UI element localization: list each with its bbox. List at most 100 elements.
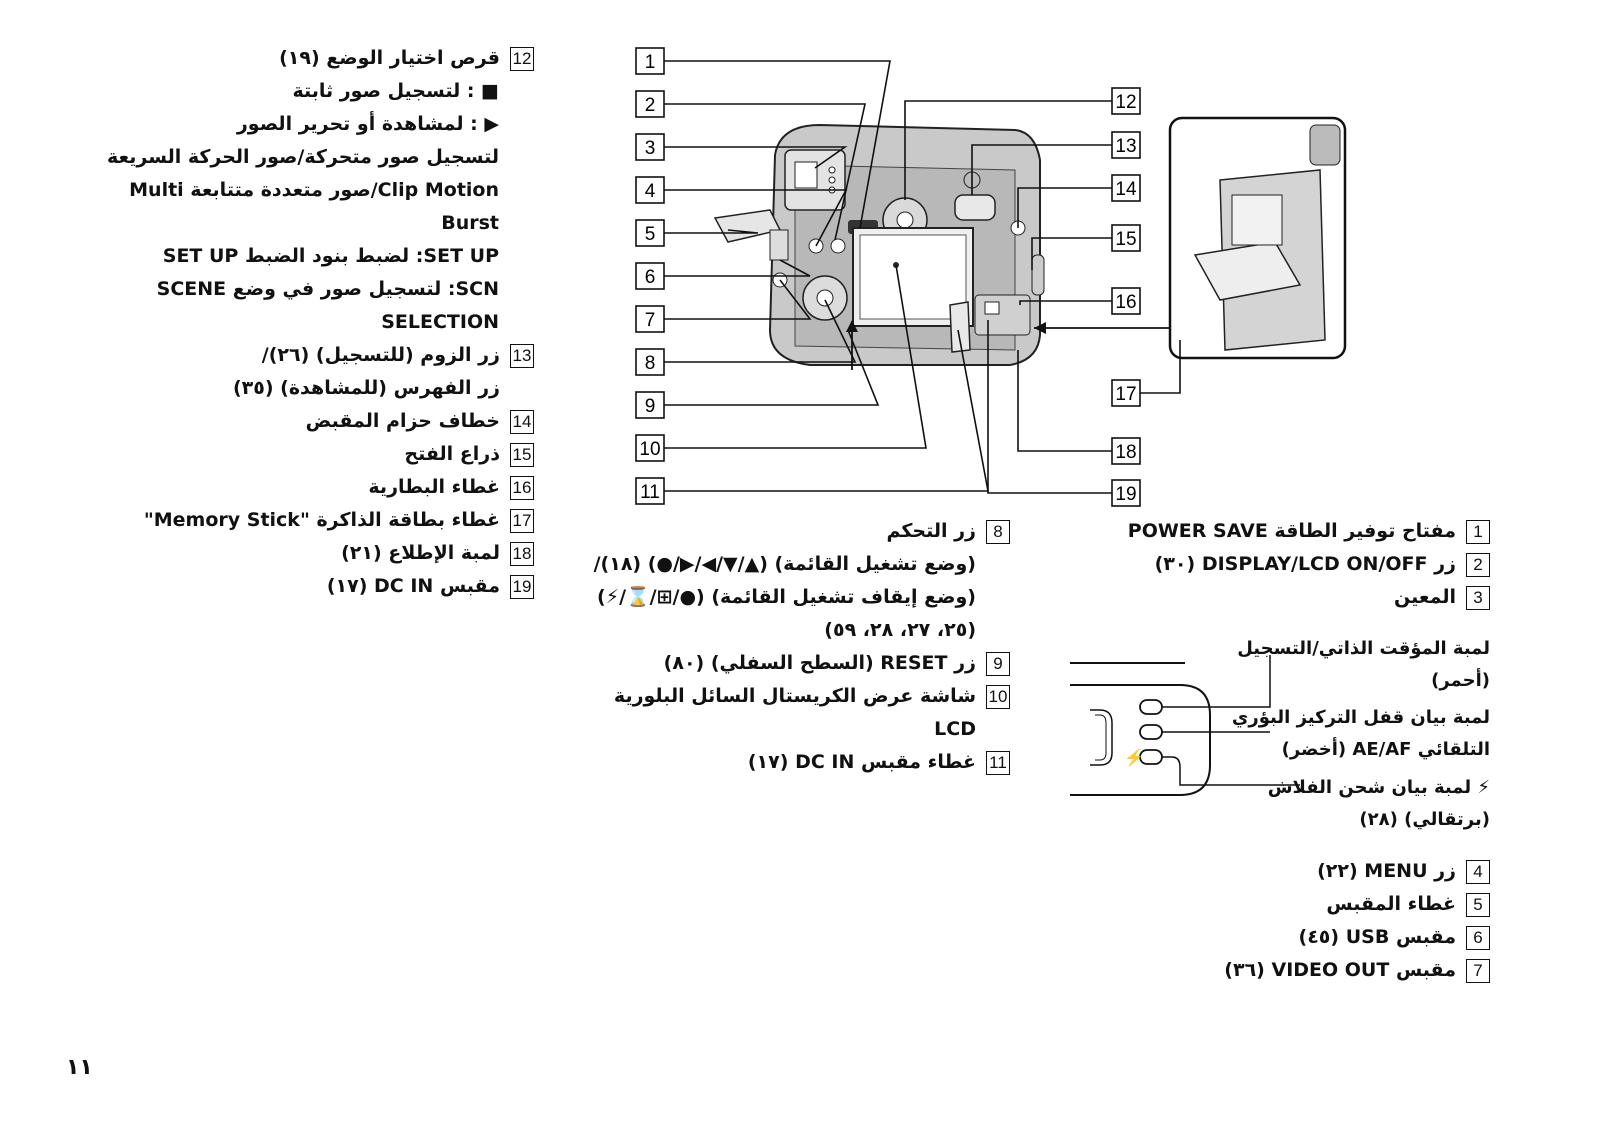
callout-number: 8 xyxy=(986,520,1010,544)
legend-text: ذراع الفتح xyxy=(404,438,500,471)
legend-text: SET UP: لضبط بنود الضبط SET UP xyxy=(163,240,499,273)
callout-label: 4 xyxy=(645,181,656,202)
memory-stick-inset xyxy=(1168,116,1347,360)
callout-number: 4 xyxy=(1466,860,1490,884)
callout-label: 2 xyxy=(645,95,656,116)
legend-item: SET UP: لضبط بنود الضبط SET UP xyxy=(94,240,534,273)
callout-label: 9 xyxy=(645,396,656,417)
callout-box xyxy=(635,305,665,333)
middle-legend: 8 زر التحكم (وضع تشغيل القائمة) (▲/▼/◀/▶/●… xyxy=(570,515,1010,779)
callout-number: 7 xyxy=(1466,959,1490,983)
legend-text: ■ : لتسجيل صور ثابتة xyxy=(292,75,499,108)
callout-label: 1 xyxy=(645,52,656,73)
callout-box xyxy=(635,262,665,290)
callout-box xyxy=(635,391,665,419)
legend-line: غطاء المقبس xyxy=(1326,893,1456,915)
lamp-diagram: ⚡ xyxy=(1070,655,1300,796)
legend-item: 7 مقبس VIDEO OUT (٣٦) xyxy=(990,954,1490,987)
callout-number: 14 xyxy=(510,410,534,434)
legend-item: 14 خطاف حزام المقبض xyxy=(94,405,534,438)
legend-text: زر RESET (السطح السفلي) (٨٠) xyxy=(664,647,976,680)
legend-text: لمبة الإطلاع (٢١) xyxy=(341,537,500,570)
callout-label: 7 xyxy=(645,310,656,331)
callout-number: 16 xyxy=(510,476,534,500)
legend-text: مقبس DC IN (١٧) xyxy=(327,570,500,603)
leader-line xyxy=(664,229,759,234)
legend-text: غطاء بطاقة الذاكرة "Memory Stick" xyxy=(144,504,500,537)
leader-line xyxy=(664,146,848,169)
legend-item: 6 مقبس USB (٤٥) xyxy=(990,921,1490,954)
lamp-label-line: (أحمر) xyxy=(1431,670,1490,691)
legend-item: 4 زر MENU (٢٢) xyxy=(990,855,1490,888)
leader-line xyxy=(1017,187,1112,228)
callout-label: 14 xyxy=(1115,179,1137,200)
legend-text: SCN: لتسجيل صور في وضع SCENE SELECTION xyxy=(94,273,499,339)
callout-box xyxy=(1111,437,1141,465)
callout-box xyxy=(635,47,665,75)
page-number: ١١ xyxy=(66,1055,93,1080)
callout-number: 6 xyxy=(1466,926,1490,950)
callout-box xyxy=(635,133,665,161)
legend-line: زر RESET (السطح السفلي) (٨٠) xyxy=(663,652,976,674)
callout-box xyxy=(1111,224,1141,252)
legend-line: مقبس USB (٤٥) xyxy=(1298,926,1456,948)
lamp-leds: ⚡ xyxy=(1124,699,1163,767)
legend-line: لتسجيل صور متحركة/صور الحركة السريعة Cli… xyxy=(107,146,499,234)
leader-line xyxy=(664,103,866,241)
lamp-label-line: التلقائي AE/AF (أخضر) xyxy=(1281,739,1490,760)
leader-line xyxy=(664,299,857,363)
callout-box xyxy=(1111,287,1141,315)
legend-text: مقبس VIDEO OUT (٣٦) xyxy=(1224,954,1456,987)
legend-item: لتسجيل صور متحركة/صور الحركة السريعة Cli… xyxy=(94,141,534,240)
leader-line xyxy=(664,259,811,277)
callout-box xyxy=(635,90,665,118)
legend-line: غطاء البطارية xyxy=(368,476,500,498)
legend-text: خطاف حزام المقبض xyxy=(306,405,500,438)
callout-box xyxy=(635,176,665,204)
callout-label: 10 xyxy=(639,439,660,460)
legend-line: زر التحكم xyxy=(886,520,976,542)
right-legend-bottom: 4 زر MENU (٢٢) 5 غطاء المقبس 6 مقبس USB (٤٥) 7… xyxy=(990,855,1490,987)
legend-line: (وضع تشغيل القائمة) (▲/▼/◀/▶/●) (١٨)/ xyxy=(593,553,976,575)
lamp-label-line: (برتقالي) (٢٨) xyxy=(1359,809,1490,830)
callout-number: 11 xyxy=(986,751,1010,775)
callout-box xyxy=(635,219,665,247)
callout-number: 9 xyxy=(986,652,1010,676)
legend-line: المعين xyxy=(1394,586,1456,608)
callout-label: 8 xyxy=(645,353,656,374)
legend-item: 5 غطاء المقبس xyxy=(990,888,1490,921)
legend-line: ▶ : لمشاهدة أو تحرير الصور xyxy=(236,113,499,135)
lamp-label-1: لمبة المؤقت الذاتي/التسجيل (أحمر) xyxy=(1237,633,1490,697)
callout-label: 19 xyxy=(1115,484,1136,505)
legend-text: المعين xyxy=(1394,581,1456,614)
leader-line xyxy=(664,264,927,449)
callout-box xyxy=(1111,131,1141,159)
legend-line: زر MENU (٢٢) xyxy=(1317,860,1456,882)
legend-line: (وضع إيقاف تشغيل القائمة) (●/⊞/⌛/⚡) xyxy=(597,586,976,608)
legend-text: زر التحكم (وضع تشغيل القائمة) (▲/▼/◀/▶/●)… xyxy=(594,515,976,647)
callout-box xyxy=(1111,174,1141,202)
callout-number: 10 xyxy=(986,685,1010,709)
callout-box xyxy=(635,348,665,376)
callout-number: 12 xyxy=(510,47,534,71)
callout-box xyxy=(1111,479,1141,507)
legend-item: 8 زر التحكم (وضع تشغيل القائمة) (▲/▼/◀/▶/●… xyxy=(570,515,1010,647)
callout-number: 17 xyxy=(510,509,534,533)
callout-lines xyxy=(664,60,1181,494)
callout-number: 15 xyxy=(510,443,534,467)
legend-line: زر الزوم (للتسجيل) (٢٦)/ xyxy=(261,344,500,366)
legend-text: مقبس USB (٤٥) xyxy=(1299,921,1456,954)
legend-item: 15 ذراع الفتح xyxy=(94,438,534,471)
legend-item: SCN: لتسجيل صور في وضع SCENE SELECTION xyxy=(94,273,534,339)
lamp-label-line: لمبة المؤقت الذاتي/التسجيل xyxy=(1237,638,1490,659)
legend-line: مقبس DC IN (١٧) xyxy=(326,575,500,597)
leader-line xyxy=(987,320,1112,494)
callout-number: 5 xyxy=(1466,893,1490,917)
legend-item: 9 زر RESET (السطح السفلي) (٨٠) xyxy=(570,647,1010,680)
